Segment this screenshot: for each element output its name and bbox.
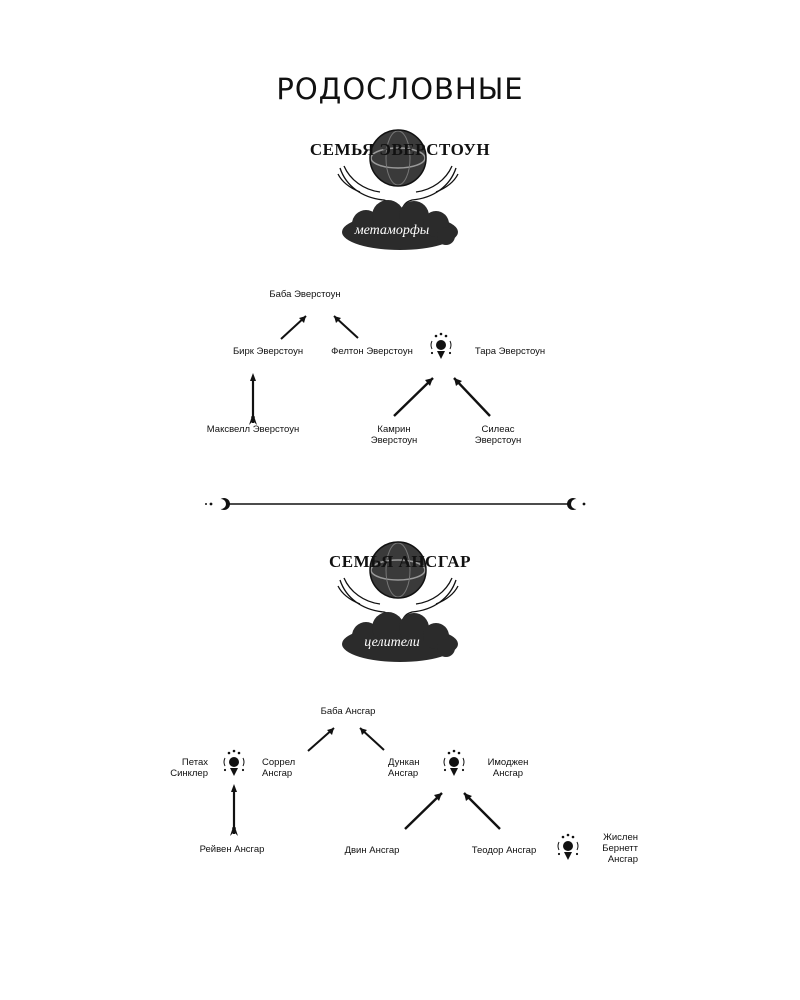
person-name-line: Соррел: [262, 757, 296, 768]
person-raven-ansgar: Рейвен Ансгар: [199, 844, 265, 855]
emblem-art: [337, 541, 459, 662]
person-name-line: Ансгар: [262, 768, 293, 779]
globe-icon: [369, 541, 427, 599]
person-felton-everstone: Фелтон Эверстоун: [331, 346, 413, 357]
person-baba-everstone: Баба Эверстоун: [269, 289, 341, 300]
family-motto-ansgar: целители: [364, 635, 420, 650]
person-name-line: Бернетт: [602, 843, 638, 854]
feather-arrow-icon: [307, 727, 335, 752]
family-emblem-everstone: СЕМЬЯ ЭВЕРСТОУН метаморфы: [280, 128, 520, 268]
person-petah-sinclair: Петах Синклер: [156, 757, 208, 779]
feather-arrow-icon: [453, 377, 491, 417]
family-emblem-ansgar: СЕМЬЯ АНСГАР целители: [280, 540, 520, 680]
feather-arrow-icon: [393, 377, 434, 417]
person-imogen-ansgar: Имоджен Ансгар: [478, 757, 538, 779]
person-name-line: Жислен: [603, 832, 638, 843]
emblem-art: [337, 129, 459, 250]
person-name-line: Силеас: [481, 424, 515, 435]
person-jislen-burnett-ansgar: Жислен Бернетт Ансгар: [582, 832, 638, 865]
person-duncan-ansgar: Дункан Ансгар: [388, 757, 448, 779]
feather-arrow-icon: [404, 792, 443, 830]
person-name-line: Камрин: [377, 424, 411, 435]
person-maxwell-everstone: Максвелл Эверстоун: [206, 424, 300, 435]
marriage-symbol-icon: [430, 332, 452, 360]
person-teodor-ansgar: Теодор Ансгар: [471, 845, 537, 856]
person-kamrin-everstone: Камрин Эверстоун: [352, 424, 436, 446]
moon-divider-icon: [205, 498, 586, 510]
feather-arrow-icon: [228, 782, 240, 838]
feather-arrow-icon: [280, 315, 307, 340]
person-name-line: Эверстоун: [474, 435, 522, 446]
person-name-line: Дункан: [388, 757, 420, 768]
person-name-line: Имоджен: [487, 757, 529, 768]
person-name-line: Синклер: [170, 768, 208, 779]
family-name-ansgar: СЕМЬЯ АНСГАР: [329, 552, 471, 571]
person-name-line: Эверстоун: [370, 435, 418, 446]
person-sileas-everstone: Силеас Эверстоун: [456, 424, 540, 446]
feather-arrow-icon: [463, 792, 501, 830]
person-name-line: Ансгар: [492, 768, 524, 779]
person-tara-everstone: Тара Эверстоун: [474, 346, 546, 357]
feather-arrow-icon: [333, 315, 359, 339]
feather-arrow-icon: [359, 727, 385, 751]
feather-arrow-icon: [247, 371, 259, 427]
person-sorrel-ansgar: Соррел Ансгар: [262, 757, 322, 779]
person-name-line: Петах: [181, 757, 208, 768]
person-baba-ansgar: Баба Ансгар: [320, 706, 376, 717]
family-name-everstone: СЕМЬЯ ЭВЕРСТОУН: [309, 140, 491, 159]
globe-icon: [369, 129, 427, 187]
cloud-icon: [342, 200, 458, 250]
page-title: РОДОСЛОВНЫЕ: [276, 72, 524, 106]
family-motto-everstone: метаморфы: [354, 223, 430, 238]
marriage-symbol-icon: [557, 833, 579, 861]
person-name-line: Ансгар: [607, 854, 638, 865]
person-name-line: Ансгар: [388, 768, 419, 779]
person-birk-everstone: Бирк Эверстоун: [232, 346, 304, 357]
person-dvin-ansgar: Двин Ансгар: [344, 845, 400, 856]
cloud-icon: [342, 612, 458, 662]
marriage-symbol-icon: [223, 749, 245, 777]
